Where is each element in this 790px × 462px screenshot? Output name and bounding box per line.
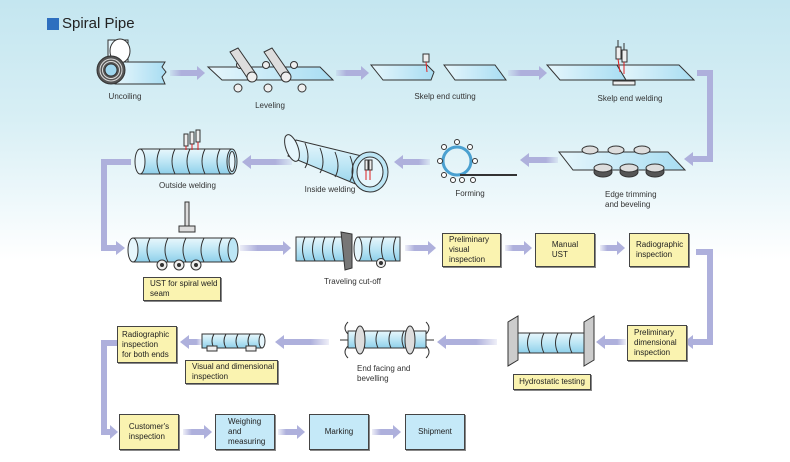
box-visual-dimensional: Visual and dimensional inspection [185, 360, 278, 384]
box-weighing-line3: measuring [228, 437, 266, 446]
skelp-cutting-illustration [369, 53, 507, 81]
box-visual-dim-line1: Visual and dimensional [192, 362, 275, 371]
box-weighing-line2: and [228, 427, 242, 436]
arrow-marking-shipment [372, 425, 401, 439]
box-radiographic-inspection: Radiographic inspection [629, 233, 689, 267]
box-prelim-dim-line3: inspection [634, 348, 671, 357]
inside-welding-illustration [284, 134, 389, 193]
label-end-facing: End facing and bevelling [357, 364, 410, 384]
label-edge-trimming-line2: and beveling [605, 200, 651, 209]
box-marking-text: Marking [324, 427, 354, 436]
box-customer-line2: inspection [128, 432, 165, 441]
box-prelim-visual-line1: Preliminary [449, 235, 490, 244]
label-leveling: Leveling [255, 101, 285, 110]
arrow-prelim-manual [505, 241, 532, 255]
forming-illustration [437, 139, 517, 183]
visual-dimensional-illustration [201, 333, 266, 352]
arrow-customer-weighing [183, 425, 212, 439]
box-shipment: Shipment [405, 414, 465, 450]
arrow-connector-right-2 [684, 249, 713, 349]
arrow-ust-cutoff [240, 241, 291, 255]
label-edge-trimming: Edge trimming and beveling [605, 190, 657, 210]
arrow-leveling-cutting [336, 66, 369, 80]
box-ust-line1: UST for spiral weld [150, 279, 218, 288]
box-manual-ust-line1: Manual [551, 240, 579, 249]
arrow-cutting-welding [508, 66, 547, 80]
label-edge-trimming-line1: Edge trimming [605, 190, 657, 199]
box-shipment-text: Shipment [418, 427, 452, 436]
box-prelim-visual-line2: visual [449, 245, 470, 254]
box-radiographic-line1: Radiographic [636, 240, 684, 249]
arrow-endfacing-visual [275, 335, 329, 349]
label-traveling-cutoff: Traveling cut-off [324, 277, 381, 286]
ust-spiral-illustration [127, 201, 239, 271]
box-marking: Marking [309, 414, 369, 450]
box-radiographic-line2: inspection [636, 250, 673, 259]
box-visual-dim-line2: inspection [192, 372, 229, 381]
title-square-icon [47, 17, 59, 30]
box-radio-ends-line2: inspection [122, 339, 159, 349]
title-text: Spiral Pipe [62, 15, 135, 32]
arrow-uncoiling-leveling [170, 66, 205, 80]
outside-welding-illustration [134, 129, 238, 175]
box-customer-line1: Customer's [128, 422, 170, 431]
box-preliminary-visual: Preliminary visual inspection [442, 233, 501, 267]
label-inside-welding: Inside welding [304, 185, 356, 194]
arrow-connector-right-1 [684, 70, 713, 166]
box-prelim-dim-line1: Preliminary [634, 328, 675, 337]
arrow-weighing-marking [278, 425, 305, 439]
label-outside-welding: Outside welding [159, 181, 216, 190]
box-ust-line2: seam [150, 289, 170, 298]
end-facing-illustration [340, 321, 434, 359]
box-hydrostatic-testing: Hydrostatic testing [513, 374, 591, 390]
box-hydrostatic-text: Hydrostatic testing [519, 377, 585, 386]
label-uncoiling: Uncoiling [108, 92, 142, 101]
box-radiographic-both-ends: Radiographic inspection for both ends [117, 326, 177, 363]
box-weighing-measuring: Weighing and measuring [215, 414, 275, 450]
arrow-connector-left-2 [101, 340, 118, 439]
label-forming: Forming [455, 189, 485, 198]
arrow-dim-hydro [596, 335, 626, 349]
arrow-manual-radio [600, 241, 625, 255]
label-skelp-end-cutting: Skelp end cutting [414, 92, 476, 101]
box-ust-spiral-weld: UST for spiral weld seam [143, 277, 221, 301]
arrow-edge-forming [520, 153, 558, 167]
arrow-connector-left-1 [101, 159, 131, 255]
page-title: Spiral Pipe [47, 15, 135, 32]
box-radio-ends-line3: for both ends [122, 349, 169, 359]
leveling-illustration [206, 47, 335, 93]
box-weighing-line1: Weighing [228, 417, 262, 426]
box-manual-ust-line2: UST [551, 250, 568, 259]
label-end-facing-line2: bevelling [357, 374, 389, 383]
label-skelp-end-welding: Skelp end welding [597, 94, 663, 103]
arrow-hydro-endfacing [437, 335, 497, 349]
arrow-forming-inside [394, 155, 430, 169]
traveling-cutoff-illustration [295, 231, 401, 271]
box-radio-ends-line1: Radiographic [122, 329, 170, 339]
box-prelim-dim-line2: dimensional [634, 338, 677, 347]
box-manual-ust: Manual UST [535, 233, 595, 267]
skelp-welding-illustration [545, 40, 696, 86]
uncoiling-illustration [96, 38, 167, 85]
box-preliminary-dimensional: Preliminary dimensional inspection [627, 325, 687, 361]
box-customers-inspection: Customer's inspection [119, 414, 179, 450]
edge-trimming-illustration [557, 145, 687, 178]
hydrostatic-illustration [507, 315, 595, 367]
arrow-visual-radioends [180, 335, 202, 349]
label-end-facing-line1: End facing and [357, 364, 411, 373]
arrow-cutoff-prelim [405, 241, 436, 255]
arrow-inside-outside [242, 155, 292, 169]
box-prelim-visual-line3: inspection [449, 255, 486, 264]
